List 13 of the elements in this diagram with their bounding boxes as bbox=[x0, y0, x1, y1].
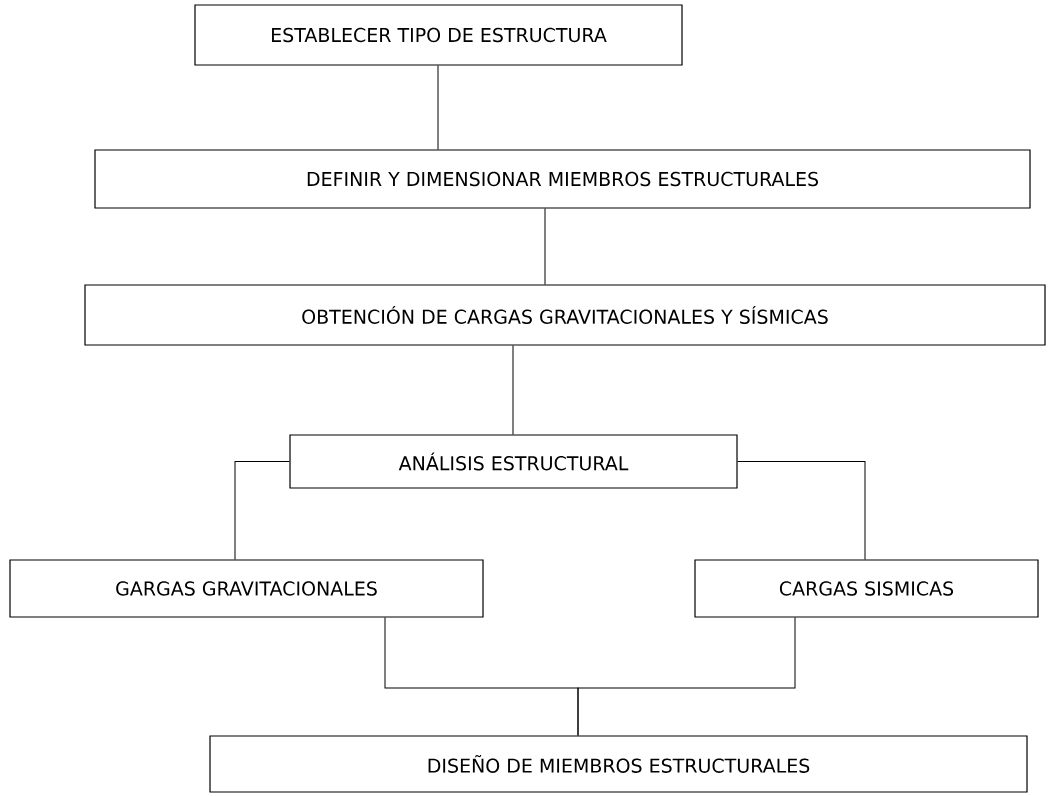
process-box: ANÁLISIS ESTRUCTURAL bbox=[289, 434, 738, 489]
connector bbox=[737, 461, 866, 560]
process-box: GARGAS GRAVITACIONALES bbox=[9, 559, 484, 618]
connector bbox=[577, 617, 796, 736]
process-box: ESTABLECER TIPO DE ESTRUCTURA bbox=[194, 4, 683, 66]
connector bbox=[437, 65, 439, 150]
process-box: DEFINIR Y DIMENSIONAR MIEMBROS ESTRUCTURALES bbox=[94, 149, 1031, 209]
process-box: DISEÑO DE MIEMBROS ESTRUCTURALES bbox=[209, 735, 1028, 793]
process-box: OBTENCIÓN DE CARGAS GRAVITACIONALES Y SÍSMICAS bbox=[84, 284, 1046, 346]
process-box: CARGAS SISMICAS bbox=[694, 559, 1039, 618]
connector bbox=[512, 345, 514, 435]
connector bbox=[234, 461, 290, 560]
connector bbox=[544, 208, 546, 285]
